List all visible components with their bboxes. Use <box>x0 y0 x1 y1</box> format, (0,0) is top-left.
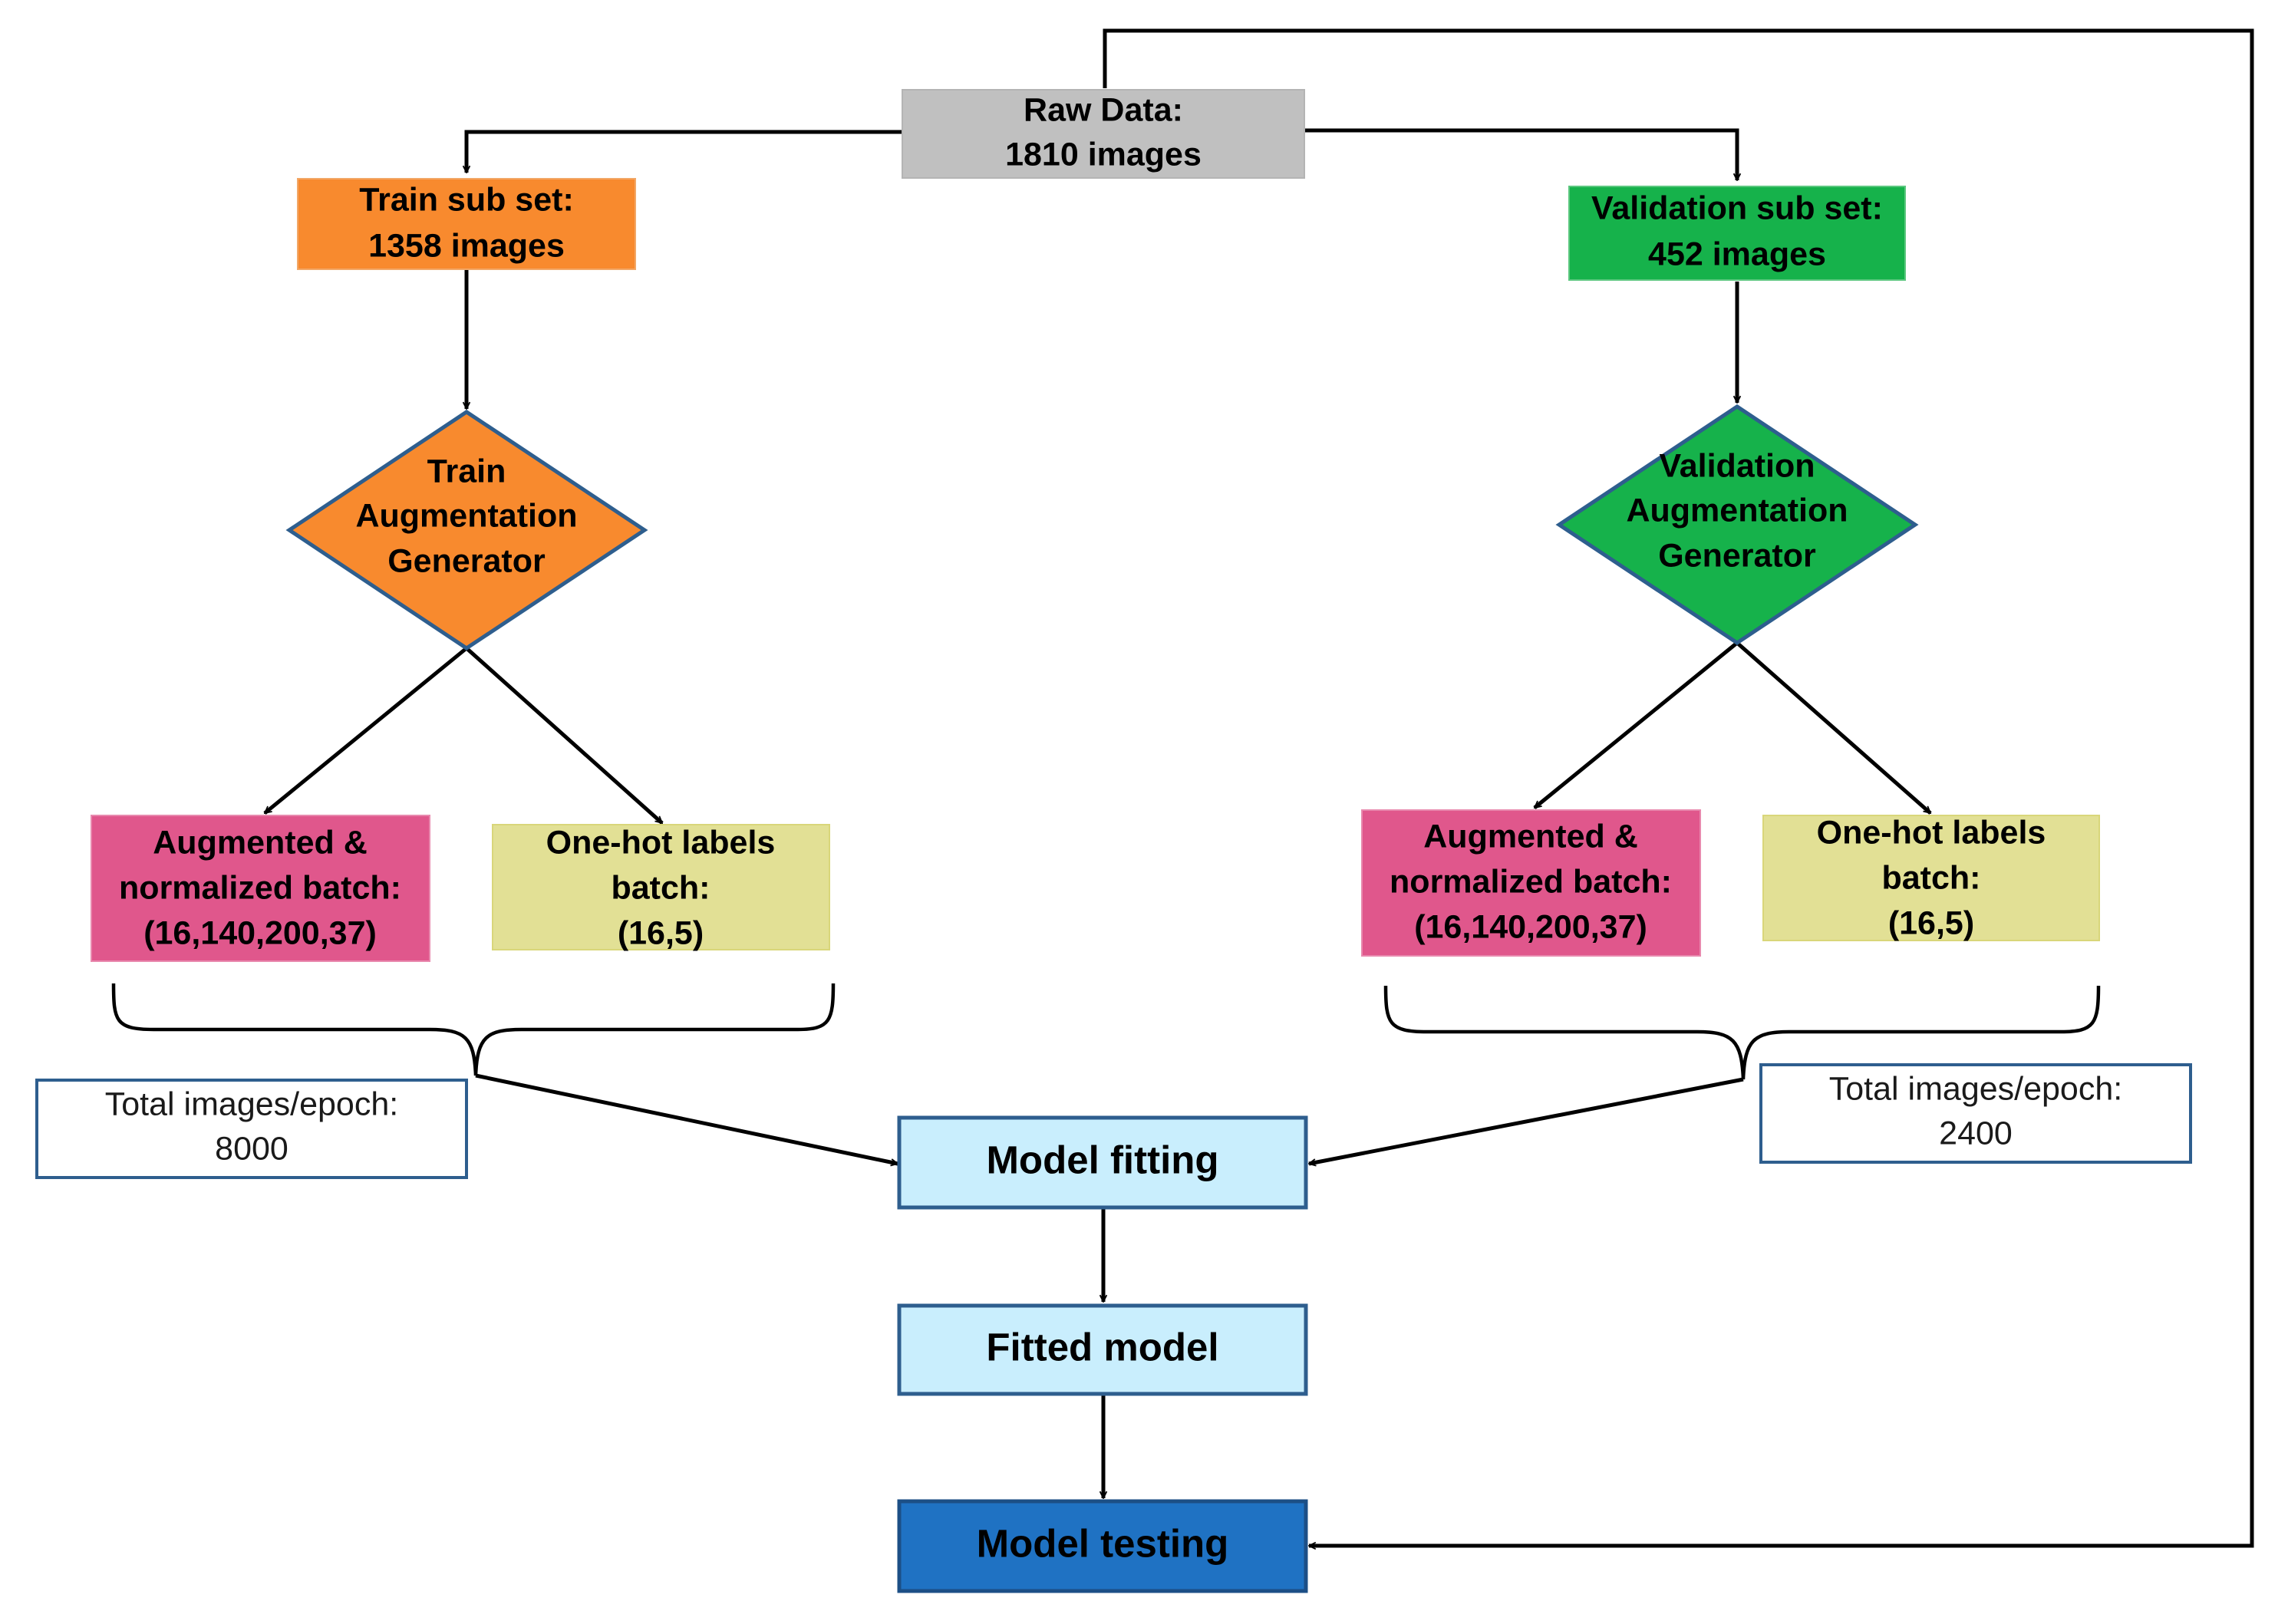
train-subset-title: Train sub set: <box>359 181 574 218</box>
train-subset-box: Train sub set: 1358 images <box>297 178 636 270</box>
fitted-model-fill <box>897 1303 1308 1396</box>
train-generator-diamond: Train Augmentation Generator <box>285 409 648 651</box>
train-generator-line3: Generator <box>387 542 546 579</box>
raw-data-title: Raw Data: <box>1024 91 1183 128</box>
train-total-frame <box>35 1079 468 1179</box>
validation-generator-line3: Generator <box>1658 537 1816 574</box>
model-testing-box: Model testing <box>897 1499 1308 1593</box>
validation-total-frame <box>1759 1063 2192 1164</box>
edge-train-generator-to-labels <box>465 647 664 825</box>
validation-total-label: Total images/epoch: <box>1829 1070 2122 1107</box>
validation-generator-line2: Augmentation <box>1626 492 1848 529</box>
validation-labels-line1: One-hot labels <box>1817 814 2046 851</box>
raw-data-count: 1810 images <box>1005 136 1202 173</box>
validation-subset-title: Validation sub set: <box>1591 189 1883 226</box>
train-subset-fill <box>297 178 636 270</box>
edge-validation-generator-to-batch <box>1533 641 1739 809</box>
validation-batch-line2: normalized batch: <box>1390 863 1672 900</box>
train-generator-line1: Train <box>427 453 506 489</box>
validation-subset-box: Validation sub set: 452 images <box>1568 186 1906 281</box>
train-batch-shape: (16,140,200,37) <box>143 914 377 951</box>
validation-total-box: Total images/epoch: 2400 <box>1759 1063 2192 1164</box>
validation-batch-box: Augmented & normalized batch: (16,140,20… <box>1361 809 1701 957</box>
edge-feedback-to-testing <box>1103 28 2254 1546</box>
train-labels-box: One-hot labels batch: (16,5) <box>492 824 830 951</box>
train-brace <box>111 983 836 1076</box>
model-testing-fill <box>897 1499 1308 1593</box>
model-fitting-box: Model fitting <box>897 1115 1308 1210</box>
edge-raw-to-validation <box>1304 128 1737 180</box>
validation-batch-line1: Augmented & <box>1423 818 1638 855</box>
train-generator-line2: Augmentation <box>355 497 577 534</box>
validation-brace <box>1383 985 2101 1080</box>
edge-train-generator-to-batch <box>263 647 468 815</box>
train-batch-line2: normalized batch: <box>119 869 401 906</box>
train-labels-fill <box>492 824 830 950</box>
validation-generator-line1: Validation <box>1659 447 1815 484</box>
validation-labels-fill <box>1762 815 2100 941</box>
edge-validation-generator-to-labels <box>1736 641 1932 815</box>
validation-total-value: 2400 <box>1939 1115 2013 1151</box>
validation-subset-fill <box>1568 186 1906 281</box>
validation-generator-fill <box>1555 404 1919 646</box>
train-total-box: Total images/epoch: 8000 <box>35 1079 468 1179</box>
train-batch-fill <box>91 815 430 962</box>
train-batch-line1: Augmented & <box>153 824 368 861</box>
model-fitting-label: Model fitting <box>986 1138 1218 1181</box>
train-total-value: 8000 <box>215 1130 288 1167</box>
edge-train-brace-to-fitting <box>475 1073 898 1164</box>
edge-raw-to-train <box>467 130 902 173</box>
train-labels-line2: batch: <box>612 869 710 906</box>
validation-subset-count: 452 images <box>1648 236 1826 272</box>
validation-batch-fill <box>1361 809 1701 957</box>
validation-labels-box: One-hot labels batch: (16,5) <box>1762 814 2100 941</box>
train-labels-line1: One-hot labels <box>546 824 776 861</box>
train-total-label: Total images/epoch: <box>105 1085 398 1122</box>
raw-data-fill <box>902 89 1305 179</box>
validation-batch-shape: (16,140,200,37) <box>1414 908 1647 945</box>
train-batch-box: Augmented & normalized batch: (16,140,20… <box>91 815 430 962</box>
validation-generator-diamond: Validation Augmentation Generator <box>1555 404 1919 646</box>
train-generator-fill <box>285 409 648 651</box>
raw-data-box: Raw Data: 1810 images <box>902 89 1305 179</box>
train-labels-shape: (16,5) <box>618 914 704 951</box>
model-testing-label: Model testing <box>977 1521 1229 1565</box>
fitted-model-label: Fitted model <box>986 1325 1218 1369</box>
train-subset-count: 1358 images <box>368 227 565 264</box>
edge-validation-brace-to-fitting <box>1309 1077 1744 1164</box>
model-fitting-fill <box>897 1115 1308 1210</box>
fitted-model-box: Fitted model <box>897 1303 1308 1396</box>
validation-labels-line2: batch: <box>1882 859 1981 896</box>
validation-labels-shape: (16,5) <box>1888 904 1974 941</box>
